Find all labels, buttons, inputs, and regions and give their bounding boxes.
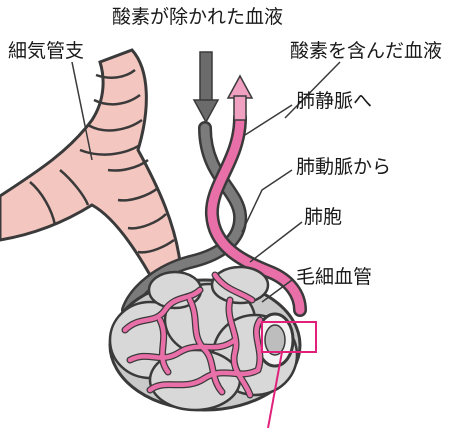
label-to-pulmonary-vein: 肺静脈へ [296, 92, 372, 111]
label-oxygenated-blood: 酸素を含んだ血液 [290, 42, 442, 61]
bronchiole-tube [0, 50, 180, 275]
label-alveolus: 肺胞 [304, 208, 342, 227]
label-from-pulmonary-artery: 肺動脈から [296, 158, 391, 177]
label-deoxygenated-blood: 酸素が除かれた血液 [112, 8, 283, 27]
label-capillaries: 毛細血管 [296, 268, 372, 287]
label-bronchiole: 細気管支 [8, 42, 84, 61]
up-arrow-icon [228, 76, 252, 120]
down-arrow-icon [194, 52, 218, 122]
